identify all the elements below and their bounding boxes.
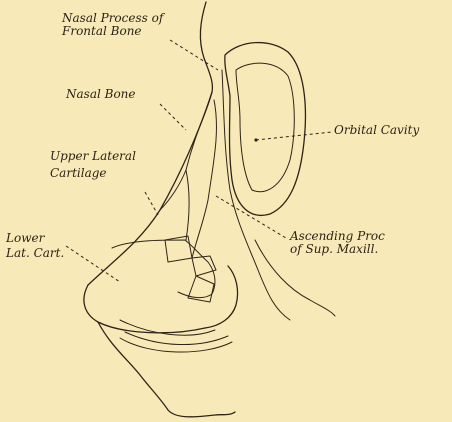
label-orbital-cavity: Orbital Cavity [334, 124, 419, 137]
label-ascending-line2: of Sup. Maxill. [290, 243, 385, 256]
orbital-dot [254, 138, 257, 141]
maxilla-edge [222, 70, 290, 320]
label-upper-lateral-cartilage: Upper Lateral Cartilage [50, 150, 136, 180]
nasal-tip-outline [84, 285, 205, 333]
nostril-outline [205, 266, 238, 328]
orbital-cavity-outline [225, 43, 306, 216]
label-lower-lat-line2: Lat. Cart. [6, 247, 64, 260]
nasal-dorsum-outline [88, 92, 212, 285]
forehead-contour [200, 2, 212, 92]
label-nasal-process: Nasal Process of Frontal Bone [62, 12, 163, 38]
label-upper-lateral-line1: Upper Lateral [50, 150, 136, 163]
upper-lip-contour [98, 322, 235, 417]
orbital-inner-contour [236, 63, 294, 192]
upper-lateral-cartilage-outline [160, 170, 189, 240]
label-lower-lat-line1: Lower [6, 232, 64, 245]
label-nasal-process-line2: Frontal Bone [62, 25, 163, 38]
label-upper-lateral-line2: Cartilage [50, 167, 136, 180]
leader-nasal-bone [160, 104, 186, 130]
accessory-cartilages [165, 236, 216, 302]
leader-nasal-process [170, 40, 218, 70]
label-nasal-bone: Nasal Bone [66, 88, 136, 101]
nasal-bone-outline [186, 92, 216, 258]
label-ascending-proc: Ascending Proc of Sup. Maxill. [290, 230, 385, 256]
leader-upper-lateral [145, 192, 158, 215]
label-lower-lat-cart: Lower Lat. Cart. [6, 232, 64, 260]
leader-ascending [216, 196, 286, 238]
